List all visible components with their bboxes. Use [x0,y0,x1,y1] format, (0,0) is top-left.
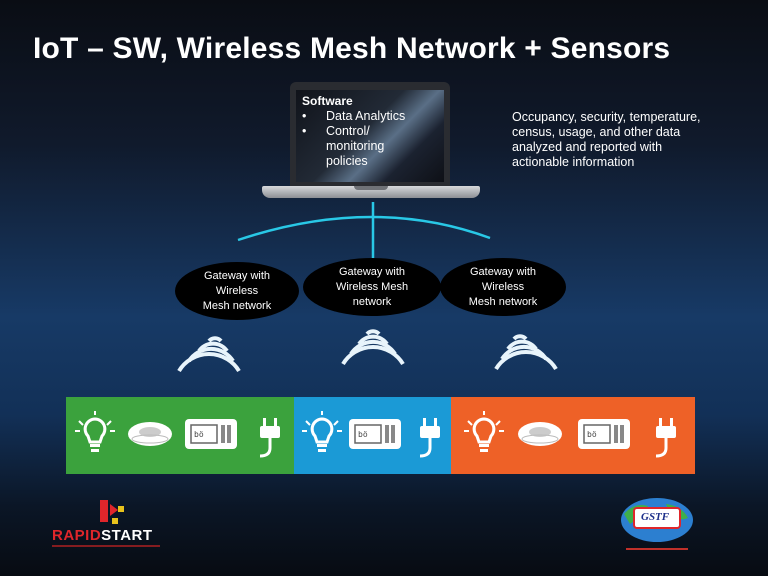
rapidstart-logo: RAPIDSTART [52,500,162,554]
laptop-screen [296,90,444,182]
smoke-detector-icon [517,421,563,447]
light-bulb-icon [300,409,344,454]
gstf-logo: GSTF [612,496,702,558]
laptop-base [262,186,480,198]
gstf-wordmark: GSTF [641,511,670,523]
gateway-label: Wireless [215,284,259,297]
gateway-label: Gateway with [338,265,406,278]
rapidstart-wordmark-red: RAPID [52,527,102,544]
wifi-signal-icon [341,329,405,366]
light-bulb-icon [73,409,117,454]
wifi-signal-icon [494,334,558,371]
bullet: • [302,109,307,123]
arc-link [237,215,491,242]
gateway-node: Gateway with Wireless Mesh network [440,258,566,316]
power-plug-icon [654,416,678,458]
thermostat-icon [348,418,402,450]
laptop-base-lip [354,186,388,190]
gateway-label: Mesh network [202,299,272,312]
software-panel: Software • Data Analytics • Control/ mon… [302,94,406,169]
thermostat-icon [184,418,238,450]
gateway-label: Gateway with [203,269,271,282]
rapidstart-wordmark-white: START [101,527,153,544]
software-item: • Control/ monitoring policies [302,124,406,169]
gstf-globe-icon [621,498,693,550]
rapidstart-tagline-bar [52,545,160,547]
gateway-label: network [352,295,392,308]
rapidstart-emblem-icon [100,500,124,524]
gateway-label: Wireless [481,280,525,293]
power-plug-icon [258,416,282,458]
laptop: Software • Data Analytics • Control/ mon… [262,82,480,202]
gateway-label: Mesh network [468,295,538,308]
rapidstart-wordmark: RAPIDSTART [52,527,153,544]
slide-title: IoT – SW, Wireless Mesh Network + Sensor… [33,32,671,65]
software-heading: Software [302,94,353,108]
smoke-detector-icon [127,421,173,447]
wifi-signal-icon [177,336,241,373]
power-plug-icon [418,416,442,458]
gateway-node: Gateway with Wireless Mesh network [175,262,299,320]
thermostat-icon [577,418,631,450]
software-item-label: Control/ monitoring policies [326,124,385,168]
bullet: • [302,124,307,138]
light-bulb-icon [462,409,506,454]
gateway-label: Gateway with [469,265,537,278]
gateway-label: Wireless Mesh [335,280,409,293]
software-item: • Data Analytics [302,109,406,124]
gateway-node: Gateway with Wireless Mesh network [303,258,441,316]
software-item-label: Data Analytics [326,109,406,123]
description-text: Occupancy, security, temperature, census… [512,110,701,169]
